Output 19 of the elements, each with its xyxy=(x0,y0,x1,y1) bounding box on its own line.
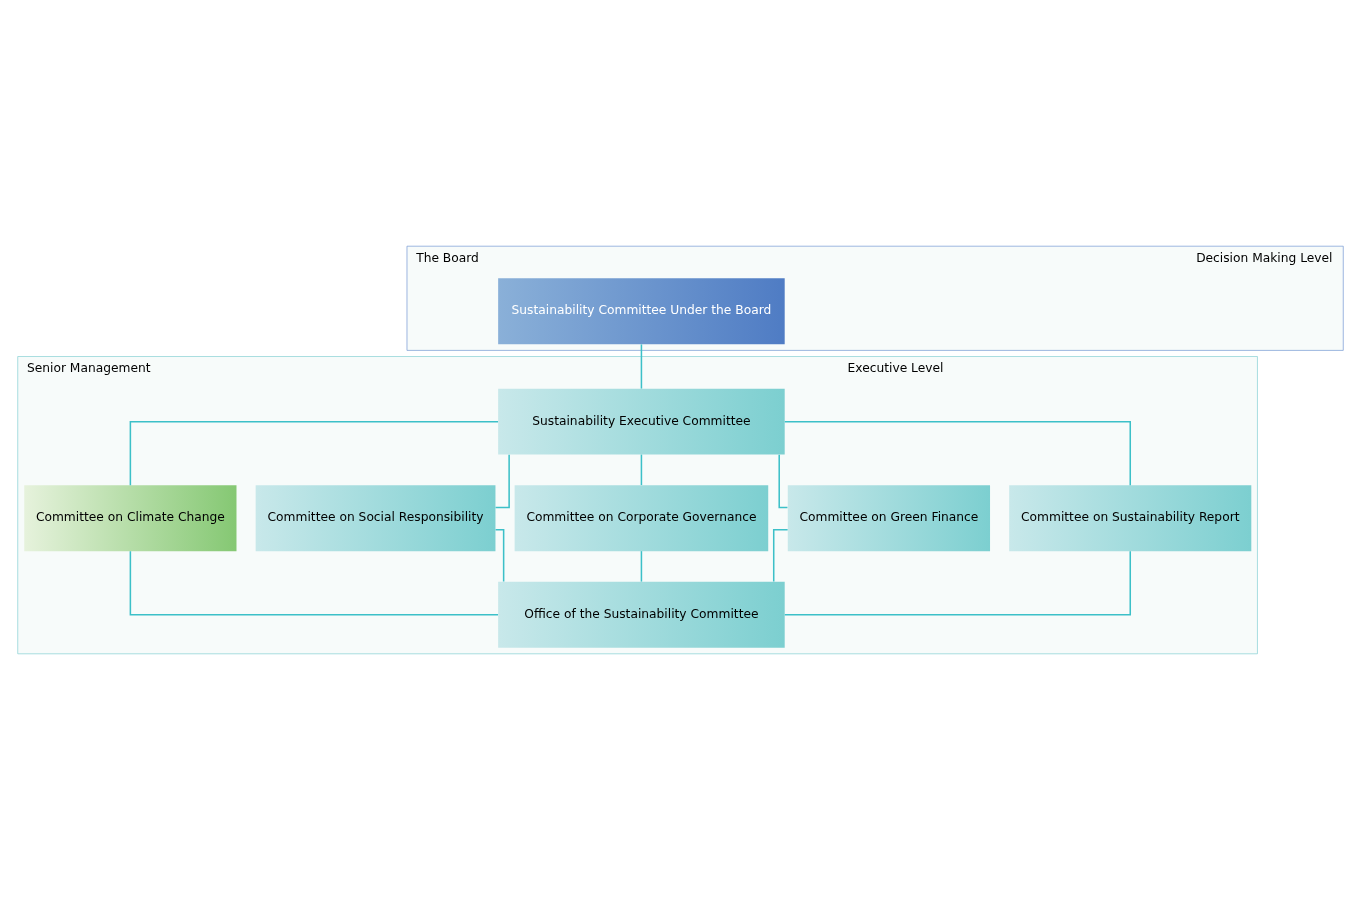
connector xyxy=(640,549,643,582)
node-box: Committee on Climate Change xyxy=(24,484,237,551)
node-box: Committee on Corporate Governance xyxy=(514,484,769,551)
node-box: Sustainability Executive Committee xyxy=(498,388,785,455)
connector xyxy=(784,420,1131,486)
connector xyxy=(129,420,499,486)
node-box: Committee on Social Responsibility xyxy=(255,484,496,551)
node-box: Committee on Green Finance xyxy=(787,484,991,551)
connector xyxy=(494,453,510,508)
connector xyxy=(494,528,505,582)
connector xyxy=(640,453,643,486)
node-box: Office of the Sustainability Committee xyxy=(498,581,785,648)
connector xyxy=(778,453,789,508)
connector xyxy=(640,343,643,389)
node-box: Committee on Sustainability Report xyxy=(1009,484,1252,551)
connector xyxy=(772,528,789,582)
connector xyxy=(784,549,1131,615)
node-box: Sustainability Committee Under the Board xyxy=(498,277,785,344)
connector xyxy=(129,549,499,615)
